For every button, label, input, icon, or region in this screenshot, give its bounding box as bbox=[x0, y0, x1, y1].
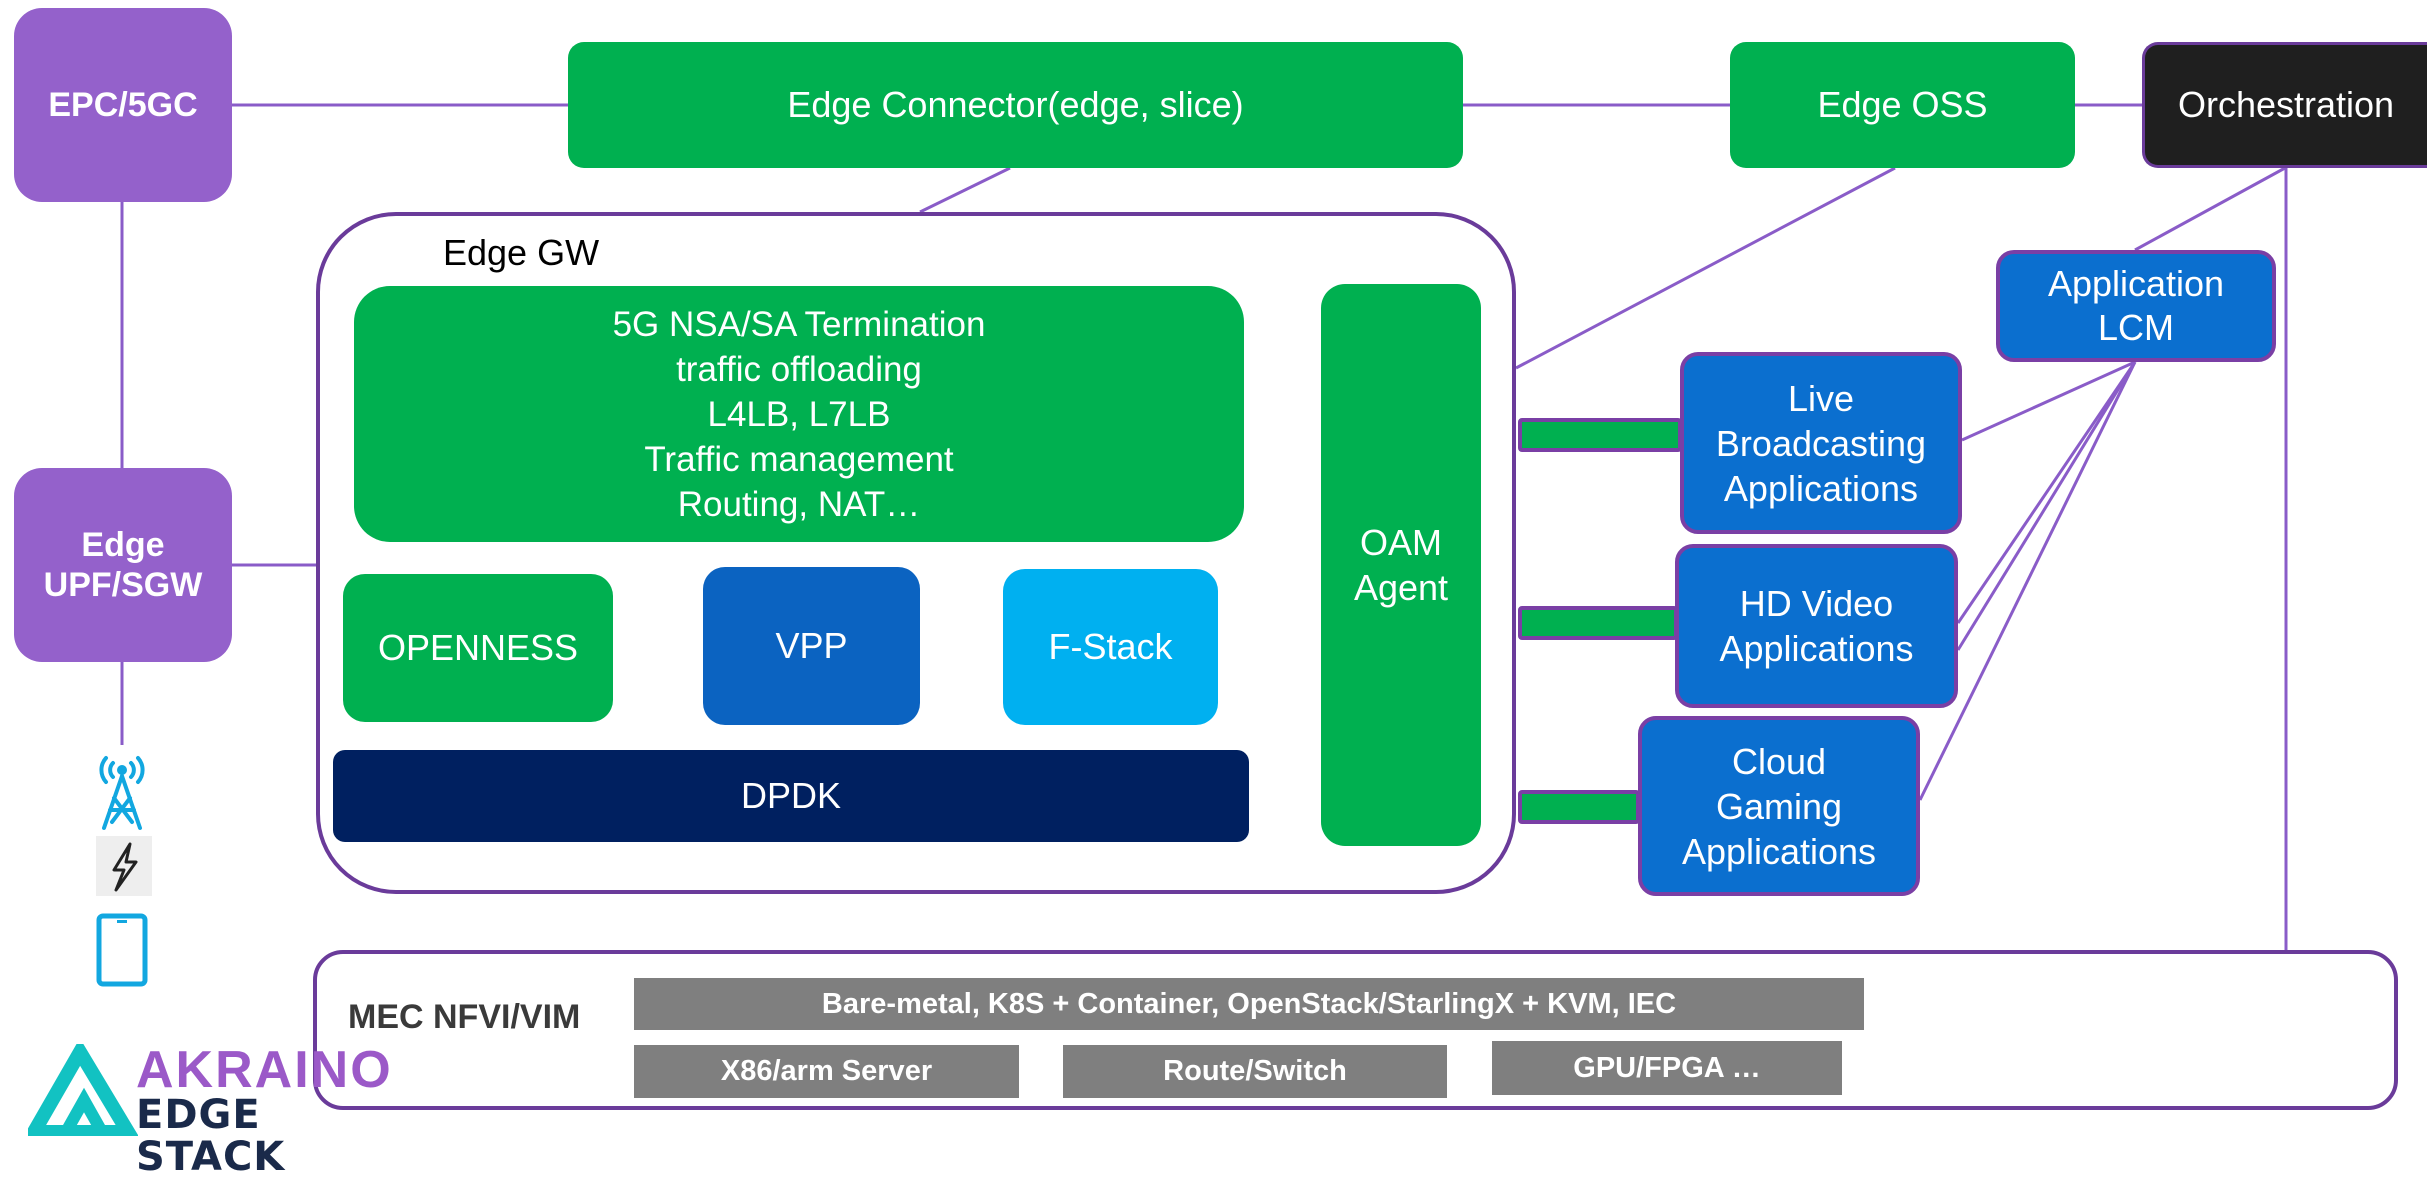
akraino-logo-line2: EDGE STACK bbox=[136, 1092, 286, 1180]
edge-gw-container bbox=[316, 212, 1516, 894]
hd-video-box: HD Video Applications bbox=[1675, 544, 1958, 708]
akraino-logo-line1: AKRAINO bbox=[136, 1041, 393, 1099]
connection-lines bbox=[120, 103, 2288, 950]
x86-arm-server-bar: X86/arm Server bbox=[634, 1045, 1019, 1098]
edge-connector-box: Edge Connector(edge, slice) bbox=[568, 42, 1463, 168]
gpu-fpga-bar: GPU/FPGA … bbox=[1492, 1041, 1842, 1095]
termination-box: 5G NSA/SA Termination traffic offloading… bbox=[354, 286, 1244, 542]
akraino-logo-mark bbox=[28, 1044, 138, 1136]
mec-nfvi-container bbox=[313, 950, 2398, 1110]
antenna-tower-icon bbox=[92, 748, 152, 832]
edge-oss-box: Edge OSS bbox=[1730, 42, 2075, 168]
line-lcm-hd bbox=[1956, 361, 2137, 624]
line-connector-gw bbox=[919, 166, 1011, 214]
line-orch-lcm bbox=[2134, 166, 2286, 252]
oam-agent-box: OAM Agent bbox=[1321, 284, 1481, 846]
line-lcm-cloud bbox=[1918, 361, 2137, 801]
connector-bar-hd bbox=[1518, 606, 1678, 640]
dpdk-box: DPDK bbox=[333, 750, 1249, 842]
line-oss-gw bbox=[1515, 166, 1896, 370]
line-lcm-hd-2 bbox=[1956, 361, 2137, 651]
akraino-logo: AKRAINO EDGE STACK bbox=[28, 1044, 391, 1178]
epc-5gc-box: EPC/5GC bbox=[14, 8, 232, 202]
lightning-icon bbox=[96, 836, 152, 896]
mobile-phone-icon bbox=[95, 912, 149, 988]
vpp-box: VPP bbox=[703, 567, 920, 725]
orchestration-box: Orchestration bbox=[2142, 42, 2427, 168]
live-broadcasting-box: Live Broadcasting Applications bbox=[1680, 352, 1962, 534]
connector-bar-live bbox=[1518, 418, 1682, 452]
application-lcm-box: Application LCM bbox=[1996, 250, 2276, 362]
line-lcm-live bbox=[1961, 360, 2136, 442]
edge-upf-sgw-box: Edge UPF/SGW bbox=[14, 468, 232, 662]
cloud-gaming-box: Cloud Gaming Applications bbox=[1638, 716, 1920, 896]
route-switch-bar: Route/Switch bbox=[1063, 1045, 1447, 1098]
openness-box: OPENNESS bbox=[343, 574, 613, 722]
platform-bar: Bare-metal, K8S + Container, OpenStack/S… bbox=[634, 978, 1864, 1030]
f-stack-box: F-Stack bbox=[1003, 569, 1218, 725]
connector-bar-cloud bbox=[1518, 790, 1640, 824]
mec-nfvi-label: MEC NFVI/VIM bbox=[348, 998, 581, 1036]
edge-gw-title: Edge GW bbox=[443, 232, 600, 273]
